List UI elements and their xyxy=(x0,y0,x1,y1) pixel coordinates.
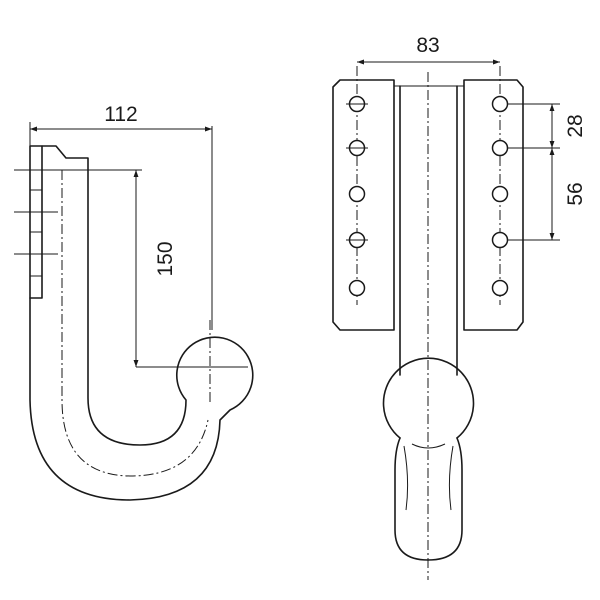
right-hole-1 xyxy=(491,95,509,113)
front-neck-detail-left xyxy=(403,445,409,511)
front-tow-ball xyxy=(382,357,475,439)
dim-112-label: 112 xyxy=(104,103,137,126)
side-hook-hidden-line xyxy=(61,170,209,477)
side-view: 112 150 xyxy=(14,103,254,501)
front-neck-detail-right xyxy=(448,445,454,511)
right-hole-2 xyxy=(491,139,509,157)
dim-28-label: 28 xyxy=(564,114,587,137)
right-hole-5 xyxy=(491,279,509,297)
left-hole-3 xyxy=(348,185,366,203)
front-neck-detail-inner xyxy=(411,443,446,449)
side-hook-body xyxy=(29,145,254,501)
front-left-plate xyxy=(332,79,395,331)
front-view: 83 28 56 xyxy=(332,34,587,580)
right-hole-4 xyxy=(491,231,509,249)
right-hole-3 xyxy=(491,185,509,203)
dim-150-label: 150 xyxy=(154,241,177,276)
side-flange-plate xyxy=(29,145,43,299)
dim-56-label: 56 xyxy=(564,182,587,205)
left-hole-5 xyxy=(348,279,366,297)
dim-83-label: 83 xyxy=(416,34,439,57)
